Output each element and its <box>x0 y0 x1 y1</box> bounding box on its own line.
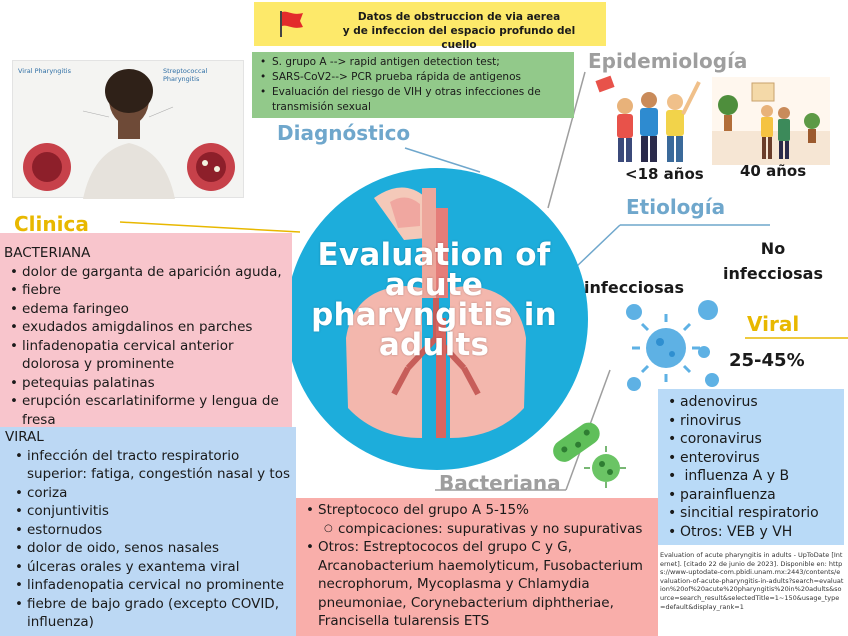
viral-item: rinovirus <box>666 412 840 431</box>
bacteriana-etiologia-item: Otros: Estreptococos del grupo C y G, Ar… <box>304 538 652 631</box>
epidemiologia-young-label: <18 años <box>625 165 704 183</box>
clinica-viral-item: estornudos <box>13 521 293 540</box>
viral-etiologia-panel: adenovirus rinovirus coronavirus enterov… <box>658 389 844 545</box>
viral-item: parainfluenza <box>666 486 840 505</box>
heading-clinica: Clinica <box>14 212 89 236</box>
clinica-bacteriana-item: dolor de garganta de aparición aguda, <box>8 263 289 282</box>
central-circle <box>286 168 588 470</box>
clinica-bacteriana-item: erupción escarlatiniforme y lengua de fr… <box>8 392 289 429</box>
photo-label-left: Viral Pharyngitis <box>18 67 71 75</box>
clinica-bacteriana-title: BACTERIANA <box>4 245 91 261</box>
reference-text: Evaluation of acute pharyngitis in adult… <box>660 551 844 611</box>
clinica-viral-item: conjuntivitis <box>13 502 293 521</box>
clinica-viral-title: VIRAL <box>5 429 44 445</box>
clinica-bacteriana-item: exudados amigdalinos en parches <box>8 318 289 337</box>
epidemiologia-old-label: 40 años <box>740 162 807 180</box>
clinica-bacteriana-item: edema faringeo <box>8 300 289 319</box>
viral-percentage: 25-45% <box>729 350 805 371</box>
bacteriana-etiologia-panel: Streptococo del grupo A 5-15% compicacio… <box>296 498 658 636</box>
heading-viral: Viral <box>747 312 800 336</box>
young-people-illustration <box>595 75 701 162</box>
bacteriana-etiologia-subitem: compicaciones: supurativas y no supurati… <box>304 520 652 539</box>
banner-text: Datos de obstruccion de via aerea y de i… <box>342 11 576 51</box>
clinica-bacteriana-panel: BACTERIANA dolor de garganta de aparició… <box>0 233 292 429</box>
viral-item: influenza A y B <box>666 467 840 486</box>
etiologia-no-infecciosas: No infecciosas <box>723 239 823 283</box>
viral-item: coronavirus <box>666 430 840 449</box>
viral-item: sincitial respiratorio <box>666 504 840 523</box>
warning-banner: Datos de obstruccion de via aerea y de i… <box>254 2 606 51</box>
clinica-viral-item: dolor de oido, senos nasales <box>13 539 293 558</box>
pharyngitis-comparison-illustration <box>23 69 235 199</box>
adult-couple-illustration <box>712 77 830 165</box>
clinica-bacteriana-item: fiebre <box>8 281 289 300</box>
pharyngitis-photo: Viral Pharyngitis Streptococcal Pharyngi… <box>12 60 244 199</box>
main-title: Evaluation of acute pharyngitis in adult… <box>311 237 557 363</box>
bacteriana-etiologia-item: Streptococo del grupo A 5-15% <box>304 501 652 520</box>
respiratory-tract-illustration <box>346 187 526 438</box>
clinica-bacteriana-item: petequias palatinas <box>8 374 289 393</box>
diagnostico-panel: S. grupo A --> rapid antigen detection t… <box>252 52 574 118</box>
bacteria-icon <box>553 422 626 488</box>
clinica-bacteriana-item: linfadenopatia cervical anterior doloros… <box>8 337 289 374</box>
clinica-viral-item: linfadenopatia cervical no prominente <box>13 576 293 595</box>
heading-diagnostico: Diagnóstico <box>277 121 411 145</box>
clinica-viral-item: infección del tracto respiratorio superi… <box>13 447 293 484</box>
clinica-viral-item: coriza <box>13 484 293 503</box>
clinica-viral-item: fiebre de bajo grado (excepto COVID, inf… <box>13 595 293 632</box>
diagnostico-item: Evaluación del riesgo de VIH y otras inf… <box>258 85 568 115</box>
red-flag-icon <box>280 11 303 37</box>
etiologia-infecciosas: infecciosas <box>584 278 684 297</box>
photo-label-right: Streptococcal Pharyngitis <box>163 67 208 83</box>
viral-item: enterovirus <box>666 449 840 468</box>
viral-item: Otros: VEB y VH <box>666 523 840 542</box>
diagnostico-item: SARS-CoV2--> PCR prueba rápida de antige… <box>258 70 568 85</box>
clinica-viral-item: úlceras orales y exantema viral <box>13 558 293 577</box>
clinica-viral-panel: VIRAL infección del tracto respiratorio … <box>0 427 296 636</box>
heading-bacteriana: Bacteriana <box>439 471 561 495</box>
heading-etiologia: Etiología <box>626 195 726 219</box>
virus-icon <box>626 300 719 391</box>
viral-item: adenovirus <box>666 393 840 412</box>
heading-epidemiologia: Epidemiología <box>588 49 748 73</box>
diagnostico-item: S. grupo A --> rapid antigen detection t… <box>258 55 568 70</box>
